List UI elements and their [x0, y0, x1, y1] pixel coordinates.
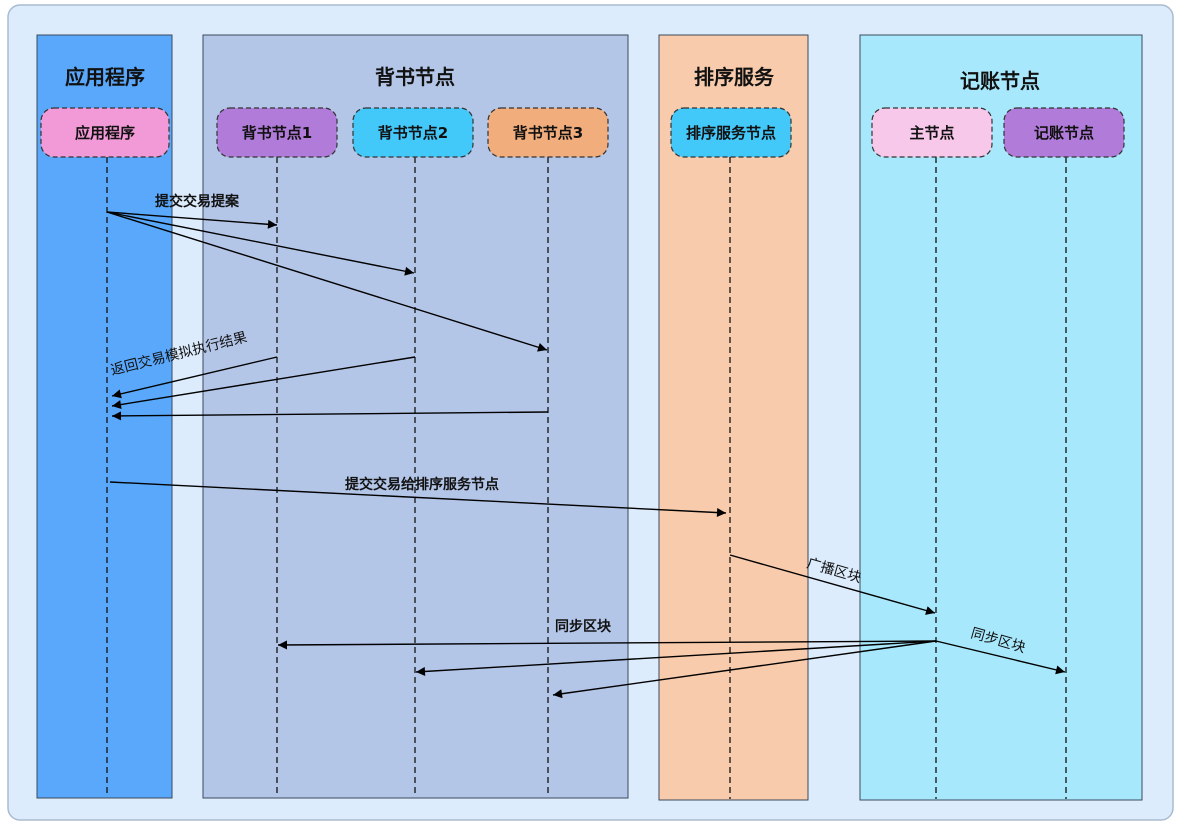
lane-endorse-title: 背书节点: [375, 65, 455, 89]
participant-committer-box: [1003, 107, 1125, 158]
lane-app-title: 应用程序: [65, 65, 145, 89]
participant-app-label: 应用程序: [75, 124, 135, 142]
participant-endorser1-label: 背书节点1: [242, 124, 312, 142]
lane-app-bg: [36, 34, 173, 799]
arrow-broadcast-block: [729, 554, 936, 615]
participant-endorser1: 背书节点1: [216, 107, 338, 158]
participant-leader-box: [871, 107, 993, 158]
arrow-proposal-to-endorser2: [106, 211, 415, 276]
arrow-sync-to-endorser3: [552, 640, 937, 699]
lane-order-bg: [658, 34, 809, 801]
label-submit-proposal: 提交交易提案: [155, 193, 240, 210]
participant-endorser1-box: [216, 107, 338, 158]
lane-ledger-title: 记账节点: [960, 69, 1040, 93]
arrow-submit-to-orderer: [109, 481, 727, 518]
arrow-sync-to-endorser1: [277, 640, 937, 650]
arrow-proposal-to-endorser3: [106, 211, 548, 352]
participant-committer: 记账节点: [1003, 107, 1125, 158]
label-sync-block-endorsers: 同步区块: [555, 618, 612, 635]
participant-orderer-box: [670, 107, 792, 158]
arrow-sync-to-endorser2: [415, 640, 937, 676]
participant-app-box: [40, 107, 170, 158]
lane-ledger: 记账节点: [859, 34, 1143, 801]
arrow-sync-to-committer: [935, 640, 1066, 675]
lane-order: 排序服务: [658, 34, 809, 801]
arrow-result-from-endorser2: [111, 356, 416, 410]
participant-leader-label: 主节点: [909, 124, 954, 142]
participant-orderer-label: 排序服务节点: [686, 124, 776, 142]
lane-app: 应用程序: [36, 34, 173, 799]
participant-app: 应用程序: [40, 107, 170, 158]
arrow-result-from-endorser1: [111, 356, 278, 399]
participant-endorser3: 背书节点3: [487, 107, 609, 158]
lane-ledger-bg: [859, 34, 1143, 801]
participant-endorser3-box: [487, 107, 609, 158]
participant-endorser2-label: 背书节点2: [378, 124, 448, 142]
label-submit-to-orderer: 提交交易给排序服务节点: [345, 476, 499, 493]
participant-endorser2-box: [352, 107, 474, 158]
lane-order-title: 排序服务: [694, 65, 775, 89]
participant-committer-label: 记账节点: [1034, 124, 1094, 142]
participant-orderer: 排序服务节点: [670, 107, 792, 158]
arrow-result-from-endorser3: [111, 411, 549, 421]
participant-endorser2: 背书节点2: [352, 107, 474, 158]
participant-endorser3-label: 背书节点3: [513, 124, 583, 142]
participant-leader: 主节点: [871, 107, 993, 158]
arrow-proposal-to-endorser1: [106, 211, 278, 229]
